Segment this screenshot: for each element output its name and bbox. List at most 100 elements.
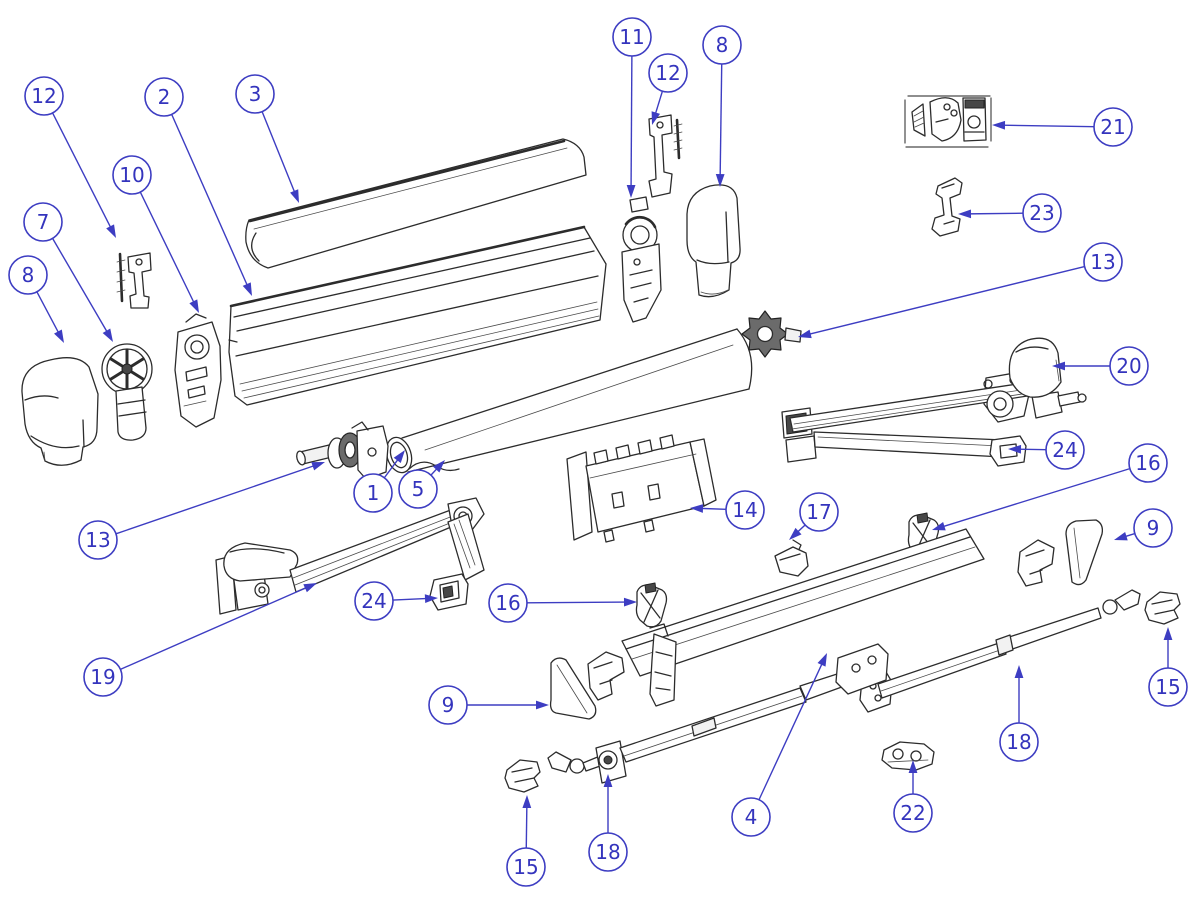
callout-balloon [144,77,184,117]
part-rafter-clip-right [1144,591,1181,625]
callout-4-lead-rail: 4 [731,653,827,837]
callout-number: 2 [158,85,171,109]
leader-arrowhead [242,282,252,296]
callout-10-gear-bracket-left: 10 [112,155,199,313]
leader-arrowhead [54,329,64,343]
callout-number: 13 [85,528,110,552]
leader-arrowhead [626,184,636,198]
callout-11-gear-unit-right: 11 [612,17,652,198]
part-lead-rail [621,528,985,707]
part-hand-wheel [101,343,153,441]
part-top-cover-profile [245,138,587,269]
leader-line [261,111,296,194]
callout-24-arm-slider-right: 24 [1008,430,1085,470]
callout-balloon [506,847,546,887]
leader-line [1001,124,1095,128]
callout-balloon [8,255,48,295]
callout-number: 7 [37,210,50,234]
part-case-profile [228,225,607,406]
callout-balloon [999,722,1039,762]
part-tension-rafter-left [547,643,889,784]
callout-3-top-cover-profile: 3 [235,74,299,203]
callout-balloon [1128,443,1168,483]
leader-arrowhead [432,460,445,473]
callout-7-hand-wheel: 7 [23,202,113,342]
leader-arrowhead [1008,444,1022,454]
leader-arrowhead [908,760,918,773]
callout-number: 15 [513,855,538,879]
part-bracket-clip [774,539,809,577]
callout-number: 23 [1029,201,1054,225]
leader-arrowhead [424,594,438,604]
callout-balloon [648,53,688,93]
part-end-cover-right [686,184,741,298]
callout-12-lock-pin-spring-left: 12 [24,76,116,238]
callout-balloon [1133,508,1173,548]
callout-balloon [235,74,275,114]
leader-arrowhead [958,209,972,219]
callout-balloon [488,583,528,623]
part-lead-rail-cover-right [1017,519,1104,587]
leader-arrowhead [290,189,299,203]
leader-arrowhead [817,653,827,667]
callout-20-shoulder-cover-right-arm: 20 [1052,346,1149,386]
callout-number: 24 [361,589,386,613]
callout-number: 8 [716,33,729,57]
callout-number: 18 [1006,730,1031,754]
callout-balloon [78,520,118,560]
leader-line [36,291,60,335]
leader-arrowhead [789,527,802,540]
leader-line [383,457,400,479]
callout-number: 22 [900,801,925,825]
callout-balloon [1109,346,1149,386]
leader-arrowhead [522,795,532,809]
leader-line [630,55,633,189]
callout-22-rafter-mount: 22 [893,760,933,833]
callout-number: 18 [595,840,620,864]
leader-arrowhead [1014,665,1024,678]
part-motor-end-drive [296,421,389,480]
callout-number: 12 [31,84,56,108]
callout-16-lead-rail-end-cap-right: 16 [932,443,1168,531]
part-fixation-kit [904,95,992,148]
callout-number: 11 [619,25,644,49]
leader-line [525,804,528,849]
callout-balloon [588,832,628,872]
leader-line [51,112,113,230]
callout-number: 16 [495,591,520,615]
leader-arrowhead [311,462,325,471]
leader-arrowhead [303,583,317,593]
callout-13-crank-knob: 13 [798,242,1123,339]
leader-line [941,467,1131,528]
callout-number: 12 [655,61,680,85]
callout-balloon [731,797,771,837]
callout-balloon [1045,430,1085,470]
callout-15-rafter-clip-right: 15 [1148,627,1188,707]
leader-line [526,601,628,604]
callout-number: 1 [367,481,380,505]
part-lock-pin-spring-left [116,252,152,309]
callout-9-lead-rail-cover-right: 9 [1114,508,1173,548]
callout-number: 16 [1135,451,1160,475]
callout-balloon [1093,107,1133,147]
callout-balloon [1148,667,1188,707]
callout-balloon [112,155,152,195]
leader-line [699,507,727,511]
callout-number: 4 [745,805,758,829]
callout-number: 14 [732,498,757,522]
part-tension-rafter-right [852,589,1141,713]
part-rafter-mount [881,741,935,771]
callout-number: 10 [119,163,144,187]
callout-number: 15 [1155,675,1180,699]
callout-number: 5 [412,477,425,501]
leader-arrowhead [102,328,113,342]
callout-16-lead-rail-end-cap-left: 16 [488,583,637,623]
callout-balloon [83,657,123,697]
leader-arrowhead [1163,627,1173,640]
leader-arrowhead [798,329,812,339]
part-gear-bracket-left [174,313,222,428]
callout-9-lead-rail-cover-left: 9 [428,685,549,725]
callout-balloon [612,17,652,57]
leader-line [758,661,824,801]
leader-arrowhead [1052,361,1065,371]
